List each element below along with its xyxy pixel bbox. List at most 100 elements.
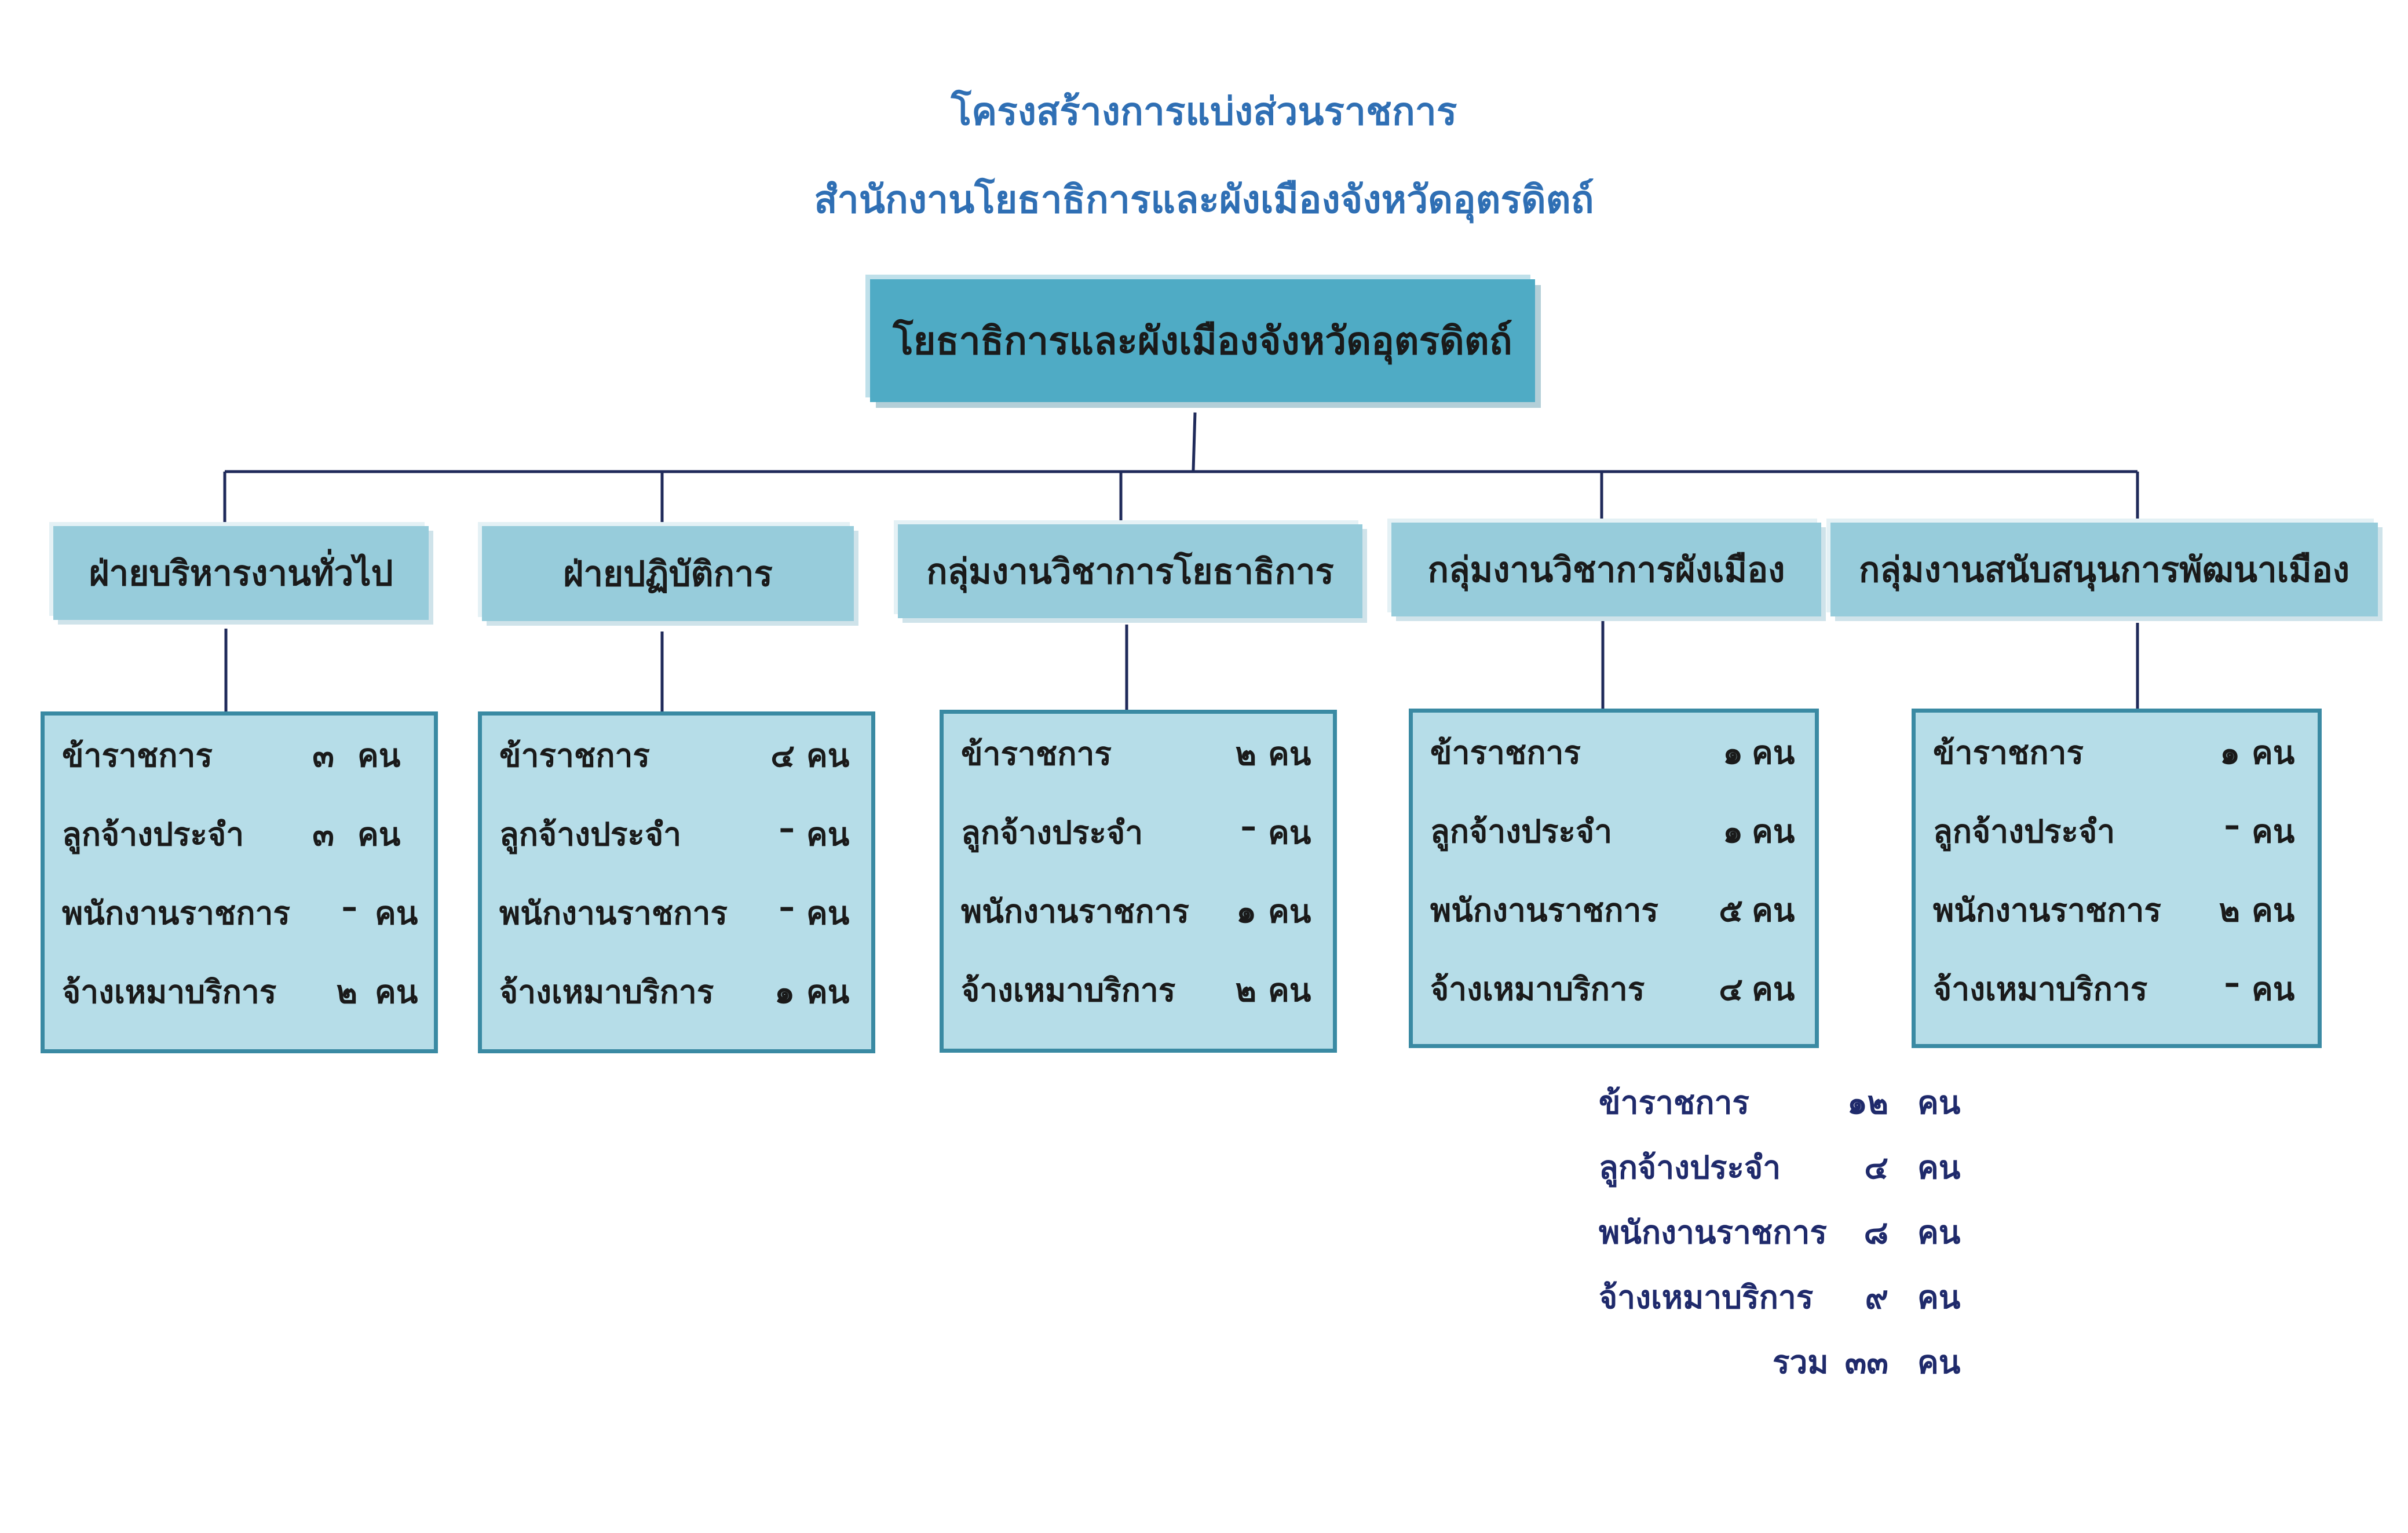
dept-box-general-admin: ฝ่ายบริหารงานทั่วไป bbox=[53, 526, 429, 620]
staff-row: ลูกจ้างประจำ –คน bbox=[499, 809, 871, 888]
staff-count: ๒ bbox=[1235, 735, 1256, 772]
staff-label: ข้าราชการ bbox=[499, 737, 650, 774]
staff-row: ข้าราชการ๓คน bbox=[62, 731, 434, 809]
staff-box-operations: ข้าราชการ๔คน ลูกจ้างประจำ–คน พนักงานราชก… bbox=[478, 711, 875, 1053]
staff-label: ลูกจ้างประจำ bbox=[1933, 813, 2115, 850]
staff-unit: คน bbox=[375, 895, 418, 932]
staff-unit: คน bbox=[806, 973, 850, 1010]
staff-count: – bbox=[2224, 806, 2241, 844]
staff-label: พนักงานราชการ bbox=[62, 895, 290, 932]
staff-row: จ้างเหมาบริการ๒คน bbox=[961, 965, 1333, 1044]
staff-count: ๒ bbox=[336, 973, 357, 1010]
staff-count: ๓ bbox=[312, 816, 334, 853]
staff-row: พนักงานราชการ –คน bbox=[499, 888, 871, 967]
staff-unit: คน bbox=[2252, 970, 2295, 1008]
summary-total-count: ๓๓ bbox=[1844, 1344, 1888, 1381]
staff-unit: คน bbox=[357, 816, 401, 853]
summary-total-label: รวม bbox=[1773, 1344, 1829, 1381]
staff-row: พนักงานราชการ –คน bbox=[62, 888, 434, 967]
staff-row: ข้าราชการ๑คน bbox=[1430, 728, 1815, 806]
staff-label: ข้าราชการ bbox=[62, 737, 213, 774]
staff-unit: คน bbox=[357, 737, 401, 774]
staff-count: ๔ bbox=[770, 737, 795, 774]
summary-label: พนักงานราชการ bbox=[1599, 1214, 1827, 1251]
staff-count: ๒ bbox=[1235, 972, 1256, 1009]
staff-count: – bbox=[779, 888, 795, 925]
staff-unit: คน bbox=[1268, 735, 1311, 772]
staff-row: ข้าราชการ๑คน bbox=[1933, 728, 2318, 806]
staff-count: ๔ bbox=[1719, 970, 1743, 1008]
staff-row: พนักงานราชการ ๕คน bbox=[1430, 885, 1815, 964]
staff-unit: คน bbox=[2252, 813, 2295, 850]
summary-total-row: รวม ๓๓ คน bbox=[1599, 1337, 2004, 1402]
summary-label: ข้าราชการ bbox=[1599, 1084, 1749, 1121]
summary-count: ๙ bbox=[1865, 1279, 1888, 1316]
staff-label: ข้าราชการ bbox=[961, 735, 1112, 772]
staff-box-public-works: ข้าราชการ๒คน ลูกจ้างประจำ–คน พนักงานราชก… bbox=[940, 710, 1337, 1053]
staff-label: พนักงานราชการ bbox=[961, 893, 1189, 930]
staff-row: ลูกจ้างประจำ๓คน bbox=[62, 809, 434, 888]
staff-count: ๑ bbox=[774, 973, 795, 1010]
staff-count: ๑ bbox=[1723, 813, 1743, 850]
staff-row: จ้างเหมาบริการ ๑ คน bbox=[499, 967, 871, 1046]
staff-unit: คน bbox=[1268, 814, 1311, 851]
staff-row: พนักงานราชการ ๒ คน bbox=[1933, 885, 2318, 964]
staff-label: ข้าราชการ bbox=[1430, 734, 1581, 771]
dept-box-urban-development: กลุ่มงานสนับสนุนการพัฒนาเมือง bbox=[1830, 523, 2378, 616]
staff-label: จ้างเหมาบริการ bbox=[1430, 970, 1645, 1008]
dept-box-operations: ฝ่ายปฏิบัติการ bbox=[482, 526, 854, 621]
staff-box-general-admin: ข้าราชการ๓คน ลูกจ้างประจำ๓คน พนักงานราชก… bbox=[41, 711, 438, 1053]
staff-count: – bbox=[2224, 964, 2241, 1001]
chart-title: โครงสร้างการแบ่งส่วนราชการ bbox=[951, 89, 1457, 134]
dept-box-town-planning: กลุ่มงานวิชาการผังเมือง bbox=[1391, 523, 1821, 616]
summary-row: พนักงานราชการ๘คน bbox=[1599, 1207, 2004, 1272]
summary-unit: คน bbox=[1917, 1084, 1961, 1121]
connector-head-down bbox=[1192, 412, 1197, 471]
staff-label: จ้างเหมาบริการ bbox=[499, 973, 714, 1010]
staff-label: ลูกจ้างประจำ bbox=[961, 814, 1143, 851]
staff-summary: ข้าราชการ๑๒คน ลูกจ้างประจำ๔คน พนักงานราช… bbox=[1599, 1078, 2004, 1402]
summary-label: จ้างเหมาบริการ bbox=[1599, 1279, 1814, 1316]
staff-unit: คน bbox=[806, 895, 850, 932]
staff-box-town-planning: ข้าราชการ๑คน ลูกจ้างประจำ๑คน พนักงานราชก… bbox=[1409, 709, 1819, 1048]
staff-count: ๕ bbox=[1719, 892, 1743, 929]
staff-label: พนักงานราชการ bbox=[499, 895, 728, 932]
staff-label: จ้างเหมาบริการ bbox=[1933, 970, 2148, 1008]
staff-count: ๑ bbox=[1236, 893, 1256, 930]
summary-unit: คน bbox=[1917, 1149, 1961, 1186]
summary-total-unit: คน bbox=[1917, 1344, 1961, 1381]
staff-unit: คน bbox=[806, 816, 850, 853]
staff-unit: คน bbox=[806, 737, 850, 774]
staff-count: – bbox=[779, 809, 795, 846]
summary-count: ๘ bbox=[1863, 1214, 1888, 1251]
staff-label: ข้าราชการ bbox=[1933, 734, 2084, 771]
staff-row: จ้างเหมาบริการ๔คน bbox=[1430, 964, 1815, 1043]
staff-count: – bbox=[1240, 808, 1257, 845]
staff-label: พนักงานราชการ bbox=[1430, 892, 1658, 929]
summary-count: ๑๒ bbox=[1847, 1084, 1888, 1121]
chart-subtitle: สำนักงานโยธาธิการและผังเมืองจังหวัดอุตรด… bbox=[814, 177, 1594, 222]
staff-count: – bbox=[341, 888, 358, 925]
summary-row: ลูกจ้างประจำ ๔ คน bbox=[1599, 1143, 2004, 1207]
staff-label: ลูกจ้างประจำ bbox=[499, 816, 682, 853]
staff-count: ๑ bbox=[1723, 734, 1743, 771]
staff-unit: คน bbox=[1268, 972, 1311, 1009]
staff-unit: คน bbox=[1752, 892, 1795, 929]
staff-row: พนักงานราชการ ๑ คน bbox=[961, 886, 1333, 965]
summary-label: ลูกจ้างประจำ bbox=[1599, 1149, 1781, 1186]
staff-unit: คน bbox=[375, 973, 418, 1010]
staff-count: ๒ bbox=[2219, 892, 2240, 929]
staff-row: ข้าราชการ ๒ คน bbox=[961, 729, 1333, 808]
summary-unit: คน bbox=[1917, 1279, 1961, 1316]
staff-label: จ้างเหมาบริการ bbox=[62, 973, 277, 1010]
summary-count: ๔ bbox=[1864, 1149, 1888, 1186]
staff-label: พนักงานราชการ bbox=[1933, 892, 2161, 929]
staff-unit: คน bbox=[2252, 734, 2295, 771]
staff-unit: คน bbox=[1268, 893, 1311, 930]
staff-unit: คน bbox=[2252, 892, 2295, 929]
staff-box-urban-development: ข้าราชการ๑คน ลูกจ้างประจำ–คน พนักงานราชก… bbox=[1912, 709, 2322, 1048]
staff-row: จ้างเหมาบริการ ๒ คน bbox=[62, 967, 434, 1046]
head-office-box: โยธาธิการและผังเมืองจังหวัดอุตรดิตถ์ bbox=[870, 279, 1535, 402]
staff-row: ลูกจ้างประจำ๑คน bbox=[1430, 806, 1815, 885]
